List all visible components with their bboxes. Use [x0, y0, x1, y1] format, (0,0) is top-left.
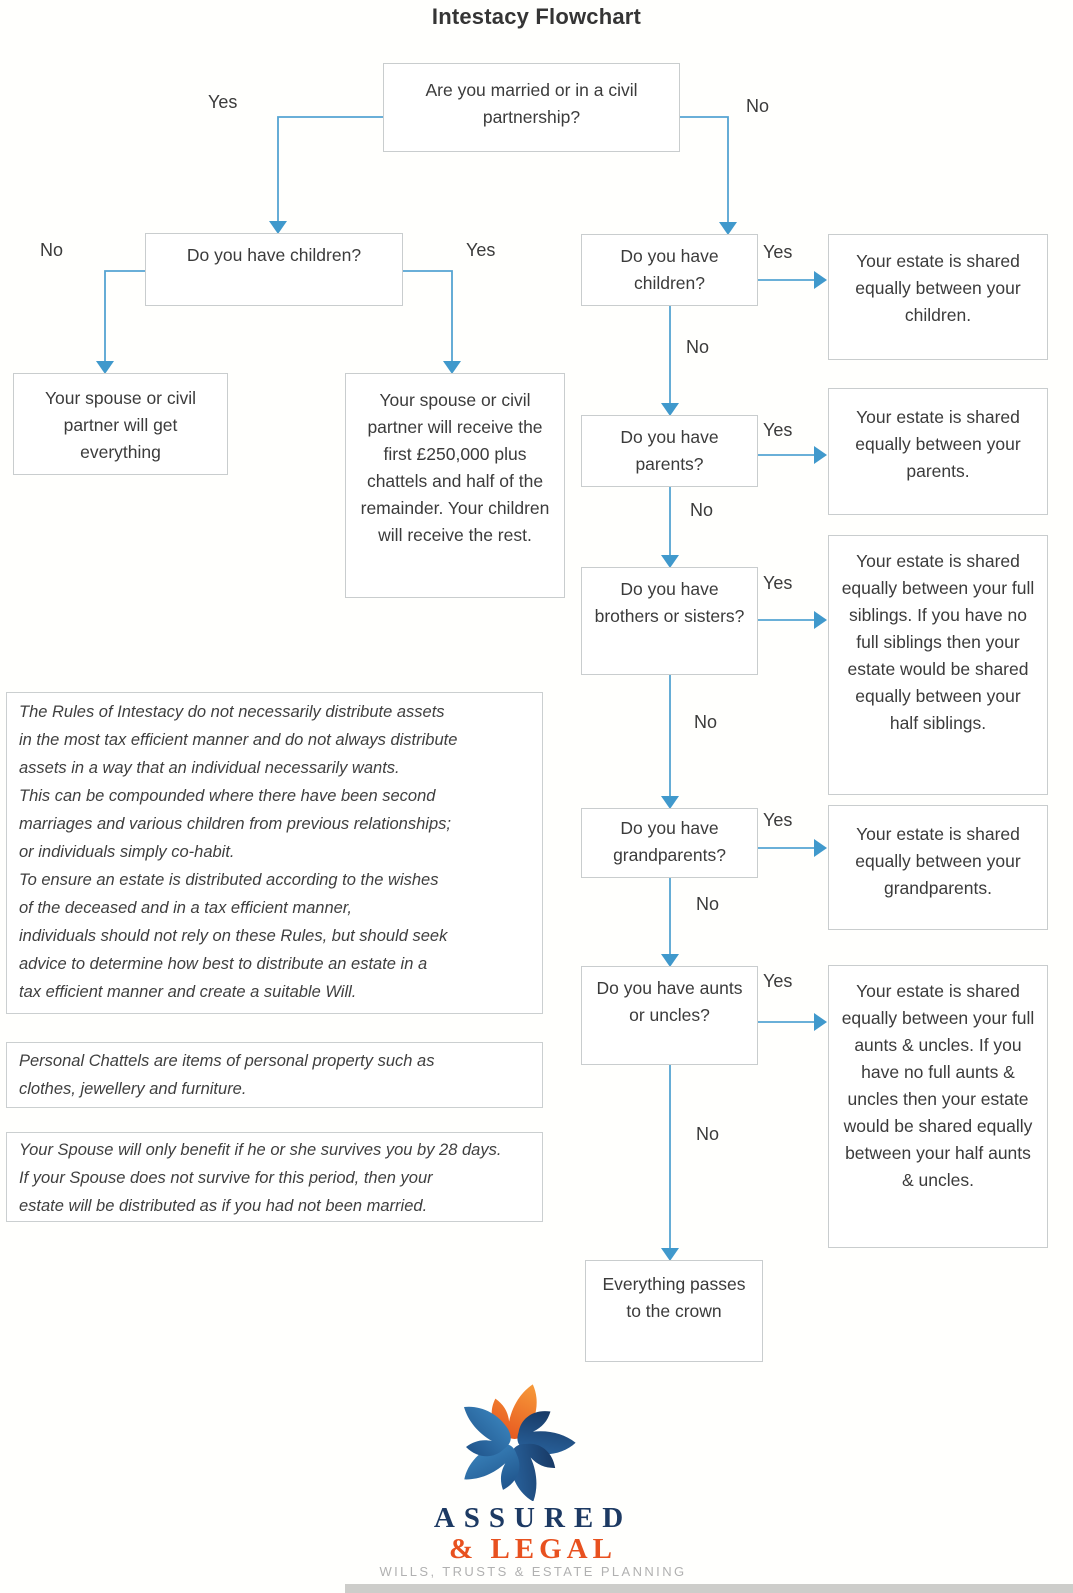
node-outcome-spouse-everything: Your spouse or civil partner will get ev… [13, 373, 228, 475]
brand-name-assured: ASSURED [433, 1502, 633, 1534]
arrowhead-down-icon [661, 796, 679, 809]
arrowhead-right-icon [814, 611, 827, 629]
arrowhead-right-icon [814, 1013, 827, 1031]
node-question-aunts-uncles: Do you have aunts or uncles? [581, 966, 758, 1065]
edge-label-grandparents-no: No [696, 894, 720, 914]
arrowhead-down-icon [443, 361, 461, 374]
arrowhead-right-icon [814, 839, 827, 857]
node-outcome-spouse-250k: Your spouse or civil partner will receiv… [345, 373, 565, 598]
node-outcome-grandparents: Your estate is shared equally between yo… [828, 805, 1048, 930]
brand-name-legal: & LEGAL [449, 1533, 617, 1565]
edge-label-siblings-no: No [694, 712, 718, 732]
edge-label-married-no: No [746, 96, 770, 116]
arrowhead-down-icon [661, 1248, 679, 1261]
edge-label-children-right-no: No [686, 337, 710, 357]
node-question-married: Are you married or in a civil partnershi… [383, 63, 680, 152]
page-title: Intestacy Flowchart [431, 4, 642, 29]
edge-label-parents-yes: Yes [763, 420, 793, 440]
flow-lines [104, 116, 815, 1249]
node-question-parents: Do you have parents? [581, 415, 758, 487]
edge-label-parents-no: No [690, 500, 714, 520]
edge-label-children-right-yes: Yes [763, 242, 793, 262]
node-outcome-crown: Everything passes to the crown [585, 1260, 763, 1362]
edge-label-grandparents-yes: Yes [763, 810, 793, 830]
connector-children-left-yes [403, 270, 453, 362]
node-outcome-parents: Your estate is shared equally between yo… [828, 388, 1048, 515]
scan-edge-artifact [345, 1584, 1073, 1593]
arrowhead-down-icon [661, 403, 679, 416]
arrowhead-down-icon [719, 222, 737, 235]
node-outcome-children: Your estate is shared equally between yo… [828, 234, 1048, 360]
assured-legal-pinwheel-icon [464, 1384, 576, 1501]
node-question-grandparents: Do you have grandparents? [581, 808, 758, 878]
node-question-children-right: Do you have children? [581, 234, 758, 306]
brand-tagline: WILLS, TRUSTS & ESTATE PLANNING [379, 1564, 687, 1579]
arrowhead-right-icon [814, 446, 827, 464]
connector-married-no [680, 116, 729, 223]
node-outcome-aunts-uncles: Your estate is shared equally between yo… [828, 965, 1048, 1248]
note-intestacy-rules: The Rules of Intestacy do not necessaril… [6, 692, 543, 1014]
edge-label-children-left-no: No [40, 240, 64, 260]
arrowhead-down-icon [661, 954, 679, 967]
arrowhead-down-icon [96, 361, 114, 374]
note-personal-chattels: Personal Chattels are items of personal … [6, 1042, 543, 1108]
arrowhead-down-icon [661, 555, 679, 568]
edge-label-siblings-yes: Yes [763, 573, 793, 593]
arrowheads [96, 221, 827, 1261]
node-question-siblings: Do you have brothers or sisters? [581, 567, 758, 675]
connector-children-left-no [104, 270, 145, 362]
edge-label-children-left-yes: Yes [466, 240, 496, 260]
note-spouse-survival: Your Spouse will only benefit if he or s… [6, 1132, 543, 1222]
edge-label-married-yes: Yes [208, 92, 238, 112]
node-question-children-left: Do you have children? [145, 233, 403, 306]
edge-label-aunts-no: No [696, 1124, 720, 1144]
arrowhead-right-icon [814, 271, 827, 289]
edge-label-aunts-yes: Yes [763, 971, 793, 991]
connector-married-yes [277, 116, 383, 222]
arrowhead-down-icon [269, 221, 287, 234]
node-outcome-siblings: Your estate is shared equally between yo… [828, 535, 1048, 795]
